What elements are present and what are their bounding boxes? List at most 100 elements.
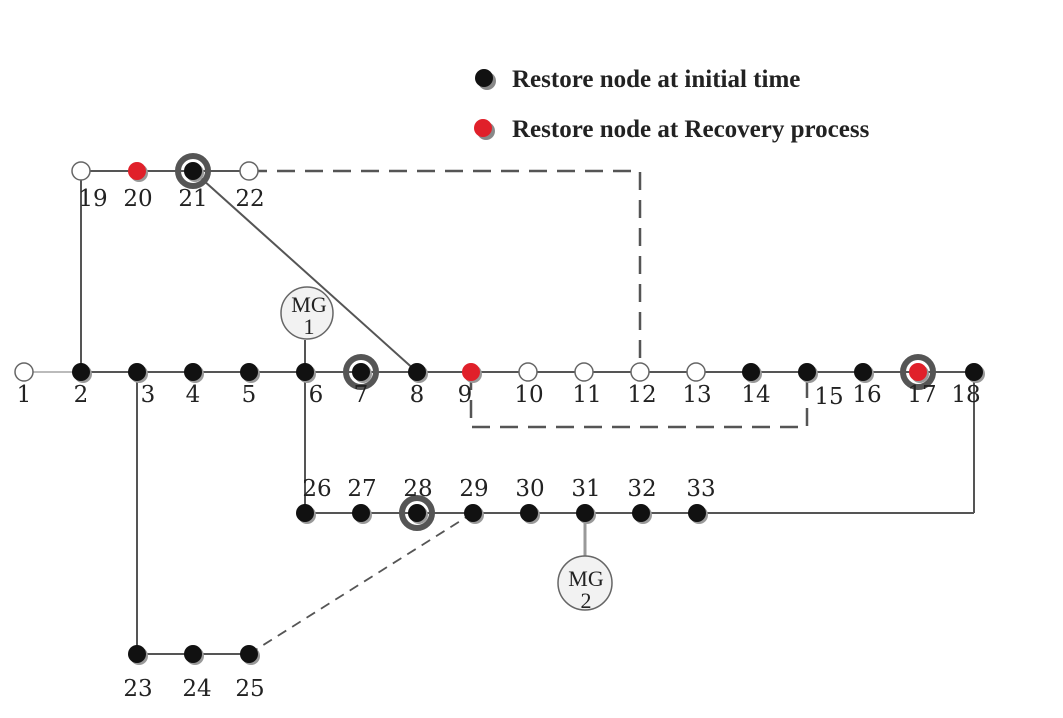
node-9 bbox=[462, 363, 482, 383]
node-label-27: 27 bbox=[347, 476, 376, 502]
node-6 bbox=[296, 363, 316, 383]
node-label-22: 22 bbox=[235, 186, 264, 212]
node-3 bbox=[128, 363, 148, 383]
node-15-marker bbox=[798, 363, 816, 381]
mg2-label-line1: MG bbox=[568, 566, 604, 591]
node-28-marker bbox=[408, 504, 426, 522]
node-label-21: 21 bbox=[178, 186, 207, 212]
node-label-33: 33 bbox=[686, 476, 715, 502]
legend-recovery-label: Restore node at Recovery process bbox=[512, 116, 870, 143]
node-21-ring bbox=[175, 153, 211, 189]
node-5-marker bbox=[240, 363, 258, 381]
node-6-marker bbox=[296, 363, 314, 381]
node-26 bbox=[296, 504, 316, 524]
node-27 bbox=[352, 504, 372, 524]
tie-line-21-8 bbox=[192, 170, 418, 373]
node-16 bbox=[854, 363, 874, 383]
node-4 bbox=[184, 363, 204, 383]
node-label-5: 5 bbox=[242, 382, 257, 408]
mg2-circle bbox=[557, 555, 613, 611]
node-28-ring bbox=[399, 495, 435, 531]
node-26-marker bbox=[296, 504, 314, 522]
dashed-lines bbox=[248, 169, 809, 655]
node-label-25: 25 bbox=[235, 676, 264, 702]
node-9-marker bbox=[462, 363, 480, 381]
node-label-15: 15 bbox=[814, 384, 843, 410]
node-2-marker bbox=[72, 363, 90, 381]
node-13 bbox=[686, 362, 706, 382]
legend-recovery-marker bbox=[474, 119, 492, 137]
node-label-12: 12 bbox=[627, 382, 656, 408]
node-5 bbox=[240, 363, 260, 383]
node-17-marker bbox=[909, 363, 927, 381]
node-7-ring bbox=[343, 354, 379, 390]
microgrids: MG 1 MG 2 bbox=[280, 286, 613, 613]
node-label-9: 9 bbox=[458, 382, 473, 408]
node-label-23: 23 bbox=[123, 676, 152, 702]
node-32 bbox=[632, 504, 652, 524]
node-31 bbox=[576, 504, 596, 524]
solid-lines bbox=[24, 170, 975, 655]
node-3-marker bbox=[128, 363, 146, 381]
node-label-13: 13 bbox=[682, 382, 711, 408]
node-label-30: 30 bbox=[515, 476, 544, 502]
node-10 bbox=[518, 362, 538, 382]
node-2 bbox=[72, 363, 92, 383]
node-29-marker bbox=[464, 504, 482, 522]
node-16-marker bbox=[854, 363, 872, 381]
node-25 bbox=[240, 645, 260, 665]
node-label-14: 14 bbox=[741, 382, 770, 408]
node-23 bbox=[128, 645, 148, 665]
tie-switch-22-12 bbox=[249, 169, 642, 372]
node-13-marker bbox=[686, 362, 706, 382]
node-33-marker bbox=[688, 504, 706, 522]
node-label-6: 6 bbox=[309, 382, 324, 408]
node-label-19: 19 bbox=[78, 186, 107, 212]
node-12 bbox=[630, 362, 650, 382]
node-22-marker bbox=[239, 161, 259, 181]
node-8 bbox=[408, 363, 428, 383]
node-7 bbox=[343, 354, 379, 390]
node-21 bbox=[175, 153, 211, 189]
node-label-24: 24 bbox=[182, 676, 211, 702]
node-30 bbox=[520, 504, 540, 524]
mg1-label-line1: MG bbox=[291, 292, 327, 317]
node-12-marker bbox=[630, 362, 650, 382]
node-label-10: 10 bbox=[514, 382, 543, 408]
legend-initial-marker bbox=[475, 69, 493, 87]
node-1 bbox=[14, 362, 34, 382]
node-label-11: 11 bbox=[572, 382, 601, 408]
node-label-4: 4 bbox=[186, 382, 201, 408]
node-4-marker bbox=[184, 363, 202, 381]
node-label-32: 32 bbox=[627, 476, 656, 502]
mg2-label-line2: 2 bbox=[581, 588, 592, 613]
node-10-marker bbox=[518, 362, 538, 382]
node-23-marker bbox=[128, 645, 146, 663]
tie-switch-25-29 bbox=[248, 512, 474, 655]
node-31-marker bbox=[576, 504, 594, 522]
node-19-marker bbox=[71, 161, 91, 181]
node-15 bbox=[798, 363, 818, 383]
node-label-8: 8 bbox=[410, 382, 425, 408]
node-29 bbox=[464, 504, 484, 524]
node-1-marker bbox=[14, 362, 34, 382]
node-label-17: 17 bbox=[907, 382, 936, 408]
node-24-marker bbox=[184, 645, 202, 663]
node-label-26: 26 bbox=[302, 476, 331, 502]
node-17-ring bbox=[900, 354, 936, 390]
node-24 bbox=[184, 645, 204, 665]
node-18-marker bbox=[965, 363, 983, 381]
legend-initial-label: Restore node at initial time bbox=[512, 66, 800, 93]
node-21-marker bbox=[184, 162, 202, 180]
node-label-1: 1 bbox=[17, 382, 32, 408]
node-label-16: 16 bbox=[852, 382, 881, 408]
node-11-marker bbox=[574, 362, 594, 382]
node-17 bbox=[900, 354, 936, 390]
node-20-marker bbox=[128, 162, 146, 180]
nodes bbox=[14, 153, 985, 665]
node-label-3: 3 bbox=[141, 382, 156, 408]
node-27-marker bbox=[352, 504, 370, 522]
node-28 bbox=[399, 495, 435, 531]
